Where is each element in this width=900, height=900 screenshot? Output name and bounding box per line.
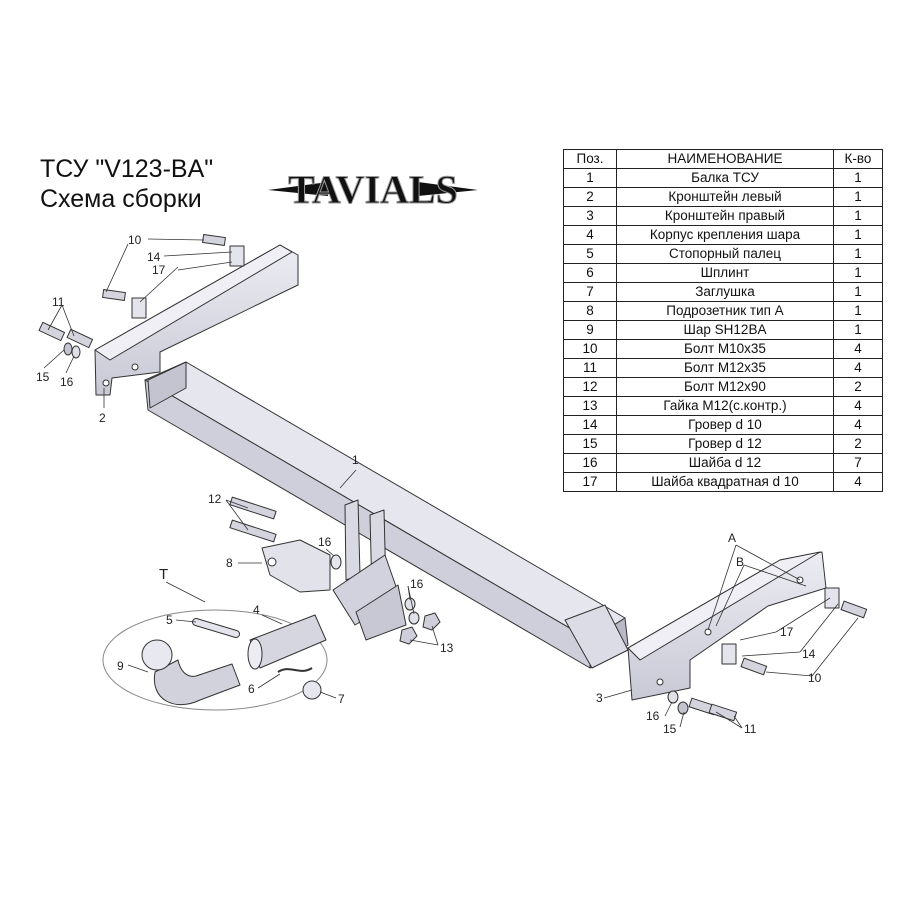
- cell-pos: 14: [563, 415, 617, 435]
- header-qty: К-во: [833, 149, 883, 169]
- callout-15: 15: [663, 722, 677, 736]
- tow-beam: [144, 361, 629, 669]
- callout-4: 4: [253, 603, 260, 617]
- cell-name: Болт М10х35: [616, 339, 834, 359]
- callout-17: 17: [152, 263, 166, 277]
- callout-1: 1: [352, 453, 359, 467]
- cell-name: Стопорный палец: [616, 244, 834, 264]
- callout-T: T: [159, 566, 168, 583]
- cell-name: Шайба квадратная d 10: [616, 472, 834, 492]
- callout-A: A: [728, 531, 736, 545]
- callout-8: 8: [226, 556, 233, 570]
- callout-B: B: [736, 555, 744, 569]
- drawing-subtitle: Схема сборки: [40, 185, 202, 213]
- ball-kit-outline: [102, 609, 328, 711]
- callout-6: 6: [248, 682, 255, 696]
- callout-10: 10: [808, 671, 822, 685]
- tow-ball: [141, 639, 241, 706]
- parts-table-header: Поз. НАИМЕНОВАНИЕ К-во: [563, 149, 883, 169]
- end-cap: [302, 680, 322, 700]
- callout-labels: 10 14 17 11 15 16 2 1 12 16 8 T 16 5 4 1…: [36, 233, 822, 736]
- nuts-and-washers: [399, 597, 441, 645]
- callout-16: 16: [60, 375, 74, 389]
- cell-qty: 4: [833, 472, 883, 492]
- callout-14: 14: [147, 250, 161, 264]
- callout-11: 11: [744, 722, 757, 736]
- callout-17: 17: [780, 625, 794, 639]
- cell-pos: 15: [563, 434, 617, 454]
- drawing-title: ТСУ "V123-BA": [40, 155, 214, 183]
- callout-3: 3: [596, 691, 603, 705]
- cell-name: Кронштейн левый: [616, 187, 834, 207]
- cell-name: Кронштейн правый: [616, 206, 834, 226]
- callout-12: 12: [208, 492, 222, 506]
- callout-13: 13: [440, 641, 454, 655]
- callout-14: 14: [802, 647, 816, 661]
- callout-10: 10: [128, 233, 142, 247]
- callout-11: 11: [52, 295, 65, 309]
- left-bracket: [94, 244, 299, 396]
- cell-pos: 17: [563, 472, 617, 492]
- right-bracket: [627, 551, 827, 701]
- cotter-pin: [277, 667, 313, 673]
- callout-15: 15: [36, 370, 50, 384]
- right-fasteners: [667, 587, 868, 722]
- callout-9: 9: [117, 659, 124, 673]
- cell-name: Подрозетник тип А: [616, 301, 834, 321]
- callout-2: 2: [99, 411, 106, 425]
- cell-name: Шар SH12BA: [616, 320, 834, 340]
- left-fasteners: [38, 234, 245, 359]
- cell-name: Шайба d 12: [616, 453, 834, 473]
- callout-5: 5: [166, 613, 173, 627]
- lock-pin: [192, 618, 240, 638]
- tavials-logo: TAVIALS: [268, 167, 478, 213]
- header-name: НАИМЕНОВАНИЕ: [616, 149, 834, 169]
- ball-housing: [247, 614, 327, 670]
- leader-lines: [43, 238, 859, 729]
- callout-7: 7: [338, 692, 345, 706]
- callout-16: 16: [318, 535, 332, 549]
- socket-plate: [229, 496, 342, 593]
- callout-16: 16: [410, 577, 424, 591]
- svg-text:TAVIALS: TAVIALS: [288, 167, 458, 212]
- callout-16: 16: [646, 709, 660, 723]
- cell-name: Гайка М12(с.контр.): [616, 396, 834, 416]
